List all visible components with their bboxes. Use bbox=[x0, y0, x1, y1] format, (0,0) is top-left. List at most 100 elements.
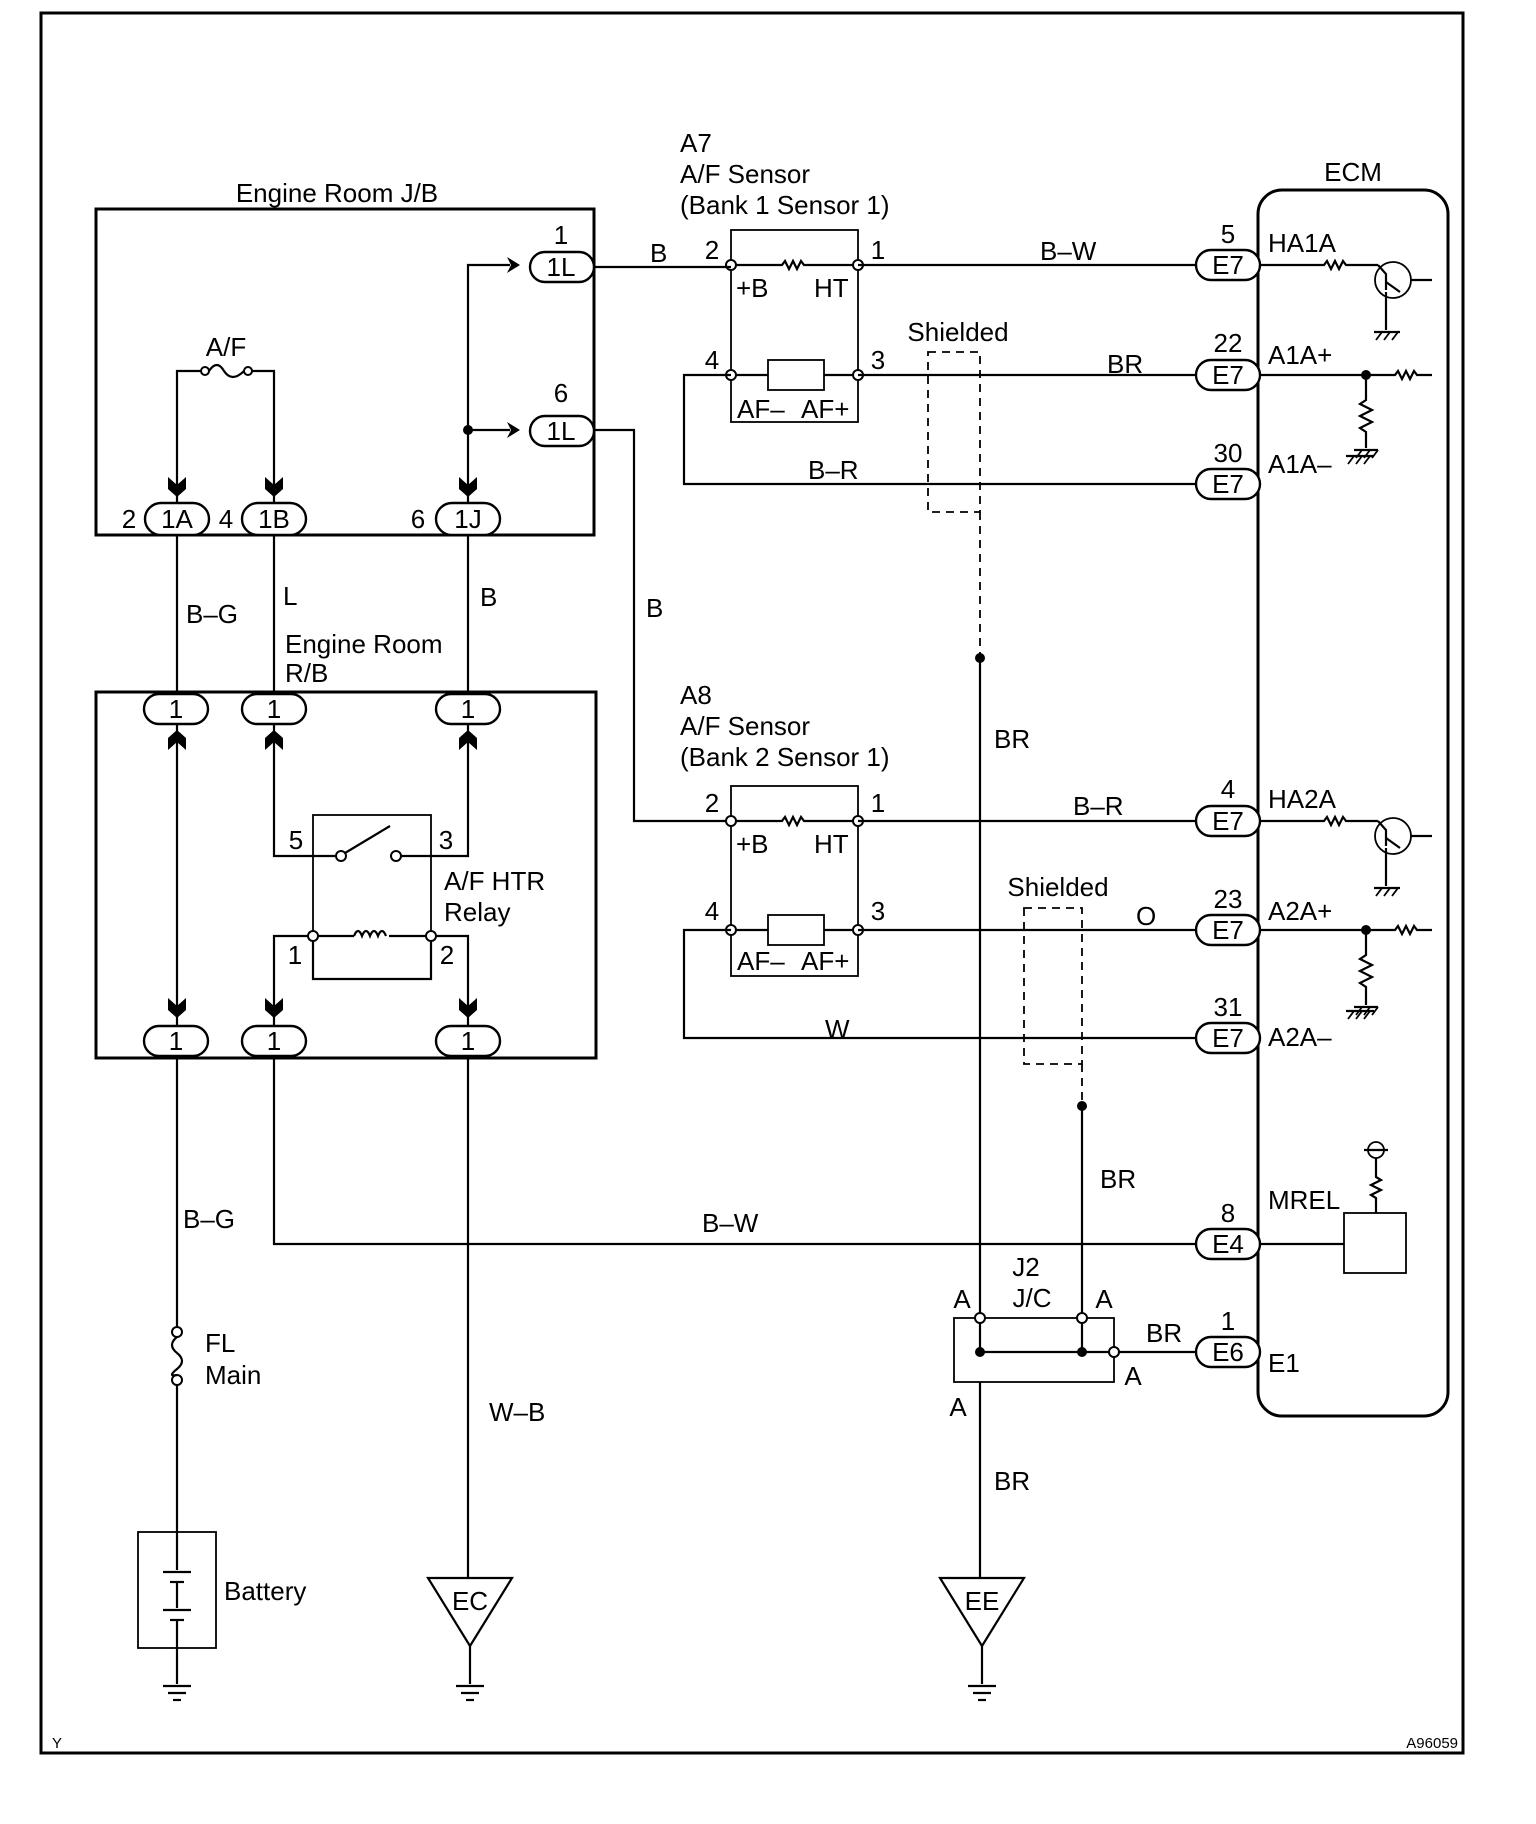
a7-heater-icon bbox=[731, 258, 858, 272]
svg-text:+B: +B bbox=[736, 273, 769, 303]
svg-text:AF–: AF– bbox=[737, 394, 785, 424]
af-htr-relay: 5 3 1 2 A/F HTR Relay bbox=[265, 724, 545, 1026]
battery-label: Battery bbox=[224, 1576, 306, 1606]
ha2a-transistor-icon bbox=[1260, 814, 1432, 897]
af-sensor-a7: A7 A/F Sensor (Bank 1 Sensor 1) +B HT AF… bbox=[680, 128, 890, 424]
wire-label-br-e1: BR bbox=[1146, 1318, 1182, 1348]
a8-name: A/F Sensor bbox=[680, 711, 810, 741]
svg-text:A1A–: A1A– bbox=[1268, 449, 1332, 479]
svg-text:1: 1 bbox=[267, 1026, 281, 1056]
svg-text:AF–: AF– bbox=[737, 946, 785, 976]
svg-text:2: 2 bbox=[122, 504, 136, 534]
a7-shield bbox=[927, 351, 981, 513]
svg-text:4: 4 bbox=[219, 504, 233, 534]
rb-connector-top-1: 1 bbox=[142, 692, 210, 726]
a8-shield bbox=[1023, 907, 1083, 1065]
wire-label-br-shield: BR bbox=[1100, 1164, 1136, 1194]
svg-text:1: 1 bbox=[554, 220, 568, 250]
a8-sub: (Bank 2 Sensor 1) bbox=[680, 742, 890, 772]
ec-ground-point: EC bbox=[426, 1576, 514, 1702]
relay-label-1: A/F HTR bbox=[444, 866, 545, 896]
svg-text:A2A–: A2A– bbox=[1268, 1022, 1332, 1052]
svg-text:A2A+: A2A+ bbox=[1268, 896, 1332, 926]
battery-ground-icon bbox=[163, 1684, 191, 1702]
rb-connector-bottom-3: 1 bbox=[434, 1024, 502, 1058]
svg-text:HT: HT bbox=[814, 273, 849, 303]
svg-text:1: 1 bbox=[871, 235, 885, 265]
engine-room-jb: Engine Room J/B A/F 1A 2 1B 4 bbox=[94, 178, 596, 537]
connector-1a: 1A 2 bbox=[122, 501, 211, 537]
svg-text:2: 2 bbox=[440, 940, 454, 970]
svg-text:1: 1 bbox=[871, 788, 885, 818]
wire-label-b-jb: B bbox=[480, 582, 497, 612]
a7-sub: (Bank 1 Sensor 1) bbox=[680, 190, 890, 220]
svg-text:1L: 1L bbox=[547, 252, 576, 282]
shielded-label-a8: Shielded bbox=[1007, 872, 1108, 902]
wire-label-b-w-mrel: B–W bbox=[702, 1208, 759, 1238]
svg-text:E7: E7 bbox=[1212, 469, 1244, 499]
svg-text:A: A bbox=[1095, 1284, 1113, 1314]
svg-text:1B: 1B bbox=[258, 504, 290, 534]
svg-text:E7: E7 bbox=[1212, 915, 1244, 945]
svg-text:31: 31 bbox=[1214, 992, 1243, 1022]
svg-text:6: 6 bbox=[554, 378, 568, 408]
af-fuse-icon bbox=[200, 363, 253, 379]
wire-label-b-g-lower: B–G bbox=[183, 1204, 235, 1234]
svg-text:MREL: MREL bbox=[1268, 1185, 1340, 1215]
a1aplus-bias-network-icon bbox=[1260, 368, 1432, 459]
ecm-pin-mrel: E4 8 MREL bbox=[1194, 1185, 1340, 1261]
a1aminus-ground-icon bbox=[1346, 454, 1374, 465]
wire-label-b-g-upper: B–G bbox=[186, 599, 238, 629]
svg-text:4: 4 bbox=[705, 896, 719, 926]
a7-name: A/F Sensor bbox=[680, 159, 810, 189]
svg-text:5: 5 bbox=[1221, 219, 1235, 249]
svg-text:A: A bbox=[953, 1284, 971, 1314]
connector-1b: 1B 4 bbox=[219, 501, 308, 537]
relay-coil-icon bbox=[352, 929, 388, 939]
rb-connector-top-2: 1 bbox=[240, 692, 308, 726]
wire-label-b-w-ha1a: B–W bbox=[1040, 236, 1097, 266]
svg-text:A: A bbox=[1124, 1361, 1142, 1391]
svg-text:E4: E4 bbox=[1212, 1229, 1244, 1259]
j2-junction-connector: J2 J/C A A A A bbox=[949, 1252, 1142, 1422]
wire-label-w-b: W–B bbox=[489, 1397, 545, 1427]
svg-text:E7: E7 bbox=[1212, 1023, 1244, 1053]
svg-text:23: 23 bbox=[1214, 884, 1243, 914]
shielded-label-a7: Shielded bbox=[907, 317, 1008, 347]
ecm-pin-e1: E6 1 E1 bbox=[1194, 1306, 1300, 1378]
ecm-pin-a2aplus: E7 23 A2A+ bbox=[1194, 884, 1332, 947]
ecm-pin-a1aplus: E7 22 A1A+ bbox=[1194, 328, 1332, 392]
a8-id: A8 bbox=[680, 680, 712, 710]
a2aplus-bias-network-icon bbox=[1260, 923, 1432, 1016]
j2-label-2: J/C bbox=[1013, 1283, 1052, 1313]
wire-label-b-a7: B bbox=[650, 238, 667, 268]
a8-sensing-element-icon bbox=[767, 914, 825, 946]
wire-label-b-r-ha2a: B–R bbox=[1073, 791, 1124, 821]
ha1a-transistor-icon bbox=[1260, 258, 1432, 341]
fl-main-fuse-icon bbox=[170, 1326, 184, 1386]
relay-switch-icon bbox=[344, 825, 391, 854]
wire-label-br-main: BR bbox=[994, 724, 1030, 754]
svg-text:+B: +B bbox=[736, 829, 769, 859]
svg-text:3: 3 bbox=[439, 825, 453, 855]
svg-text:E7: E7 bbox=[1212, 250, 1244, 280]
svg-text:4: 4 bbox=[1221, 774, 1235, 804]
svg-text:2: 2 bbox=[705, 788, 719, 818]
svg-text:A1A+: A1A+ bbox=[1268, 340, 1332, 370]
svg-text:3: 3 bbox=[871, 345, 885, 375]
rb-connector-top-3: 1 bbox=[434, 692, 502, 726]
a2aminus-ground-icon bbox=[1346, 1009, 1374, 1020]
ee-ground-point: EE bbox=[938, 1576, 1026, 1702]
af-fuse-label: A/F bbox=[206, 332, 246, 362]
svg-text:4: 4 bbox=[705, 345, 719, 375]
svg-text:HT: HT bbox=[814, 829, 849, 859]
wire-label-b-r-a1aminus: B–R bbox=[808, 455, 859, 485]
svg-text:E7: E7 bbox=[1212, 806, 1244, 836]
engine-room-jb-label: Engine Room J/B bbox=[236, 178, 438, 208]
engine-room-rb-label-1: Engine Room bbox=[285, 629, 443, 659]
diagram-frame bbox=[39, 11, 1465, 1755]
rb-connector-bottom-1: 1 bbox=[142, 1024, 210, 1058]
ecm-pin-ha2a: E7 4 HA2A bbox=[1194, 774, 1337, 838]
svg-text:1J: 1J bbox=[454, 504, 481, 534]
corner-code-right: A96059 bbox=[1406, 1735, 1458, 1752]
